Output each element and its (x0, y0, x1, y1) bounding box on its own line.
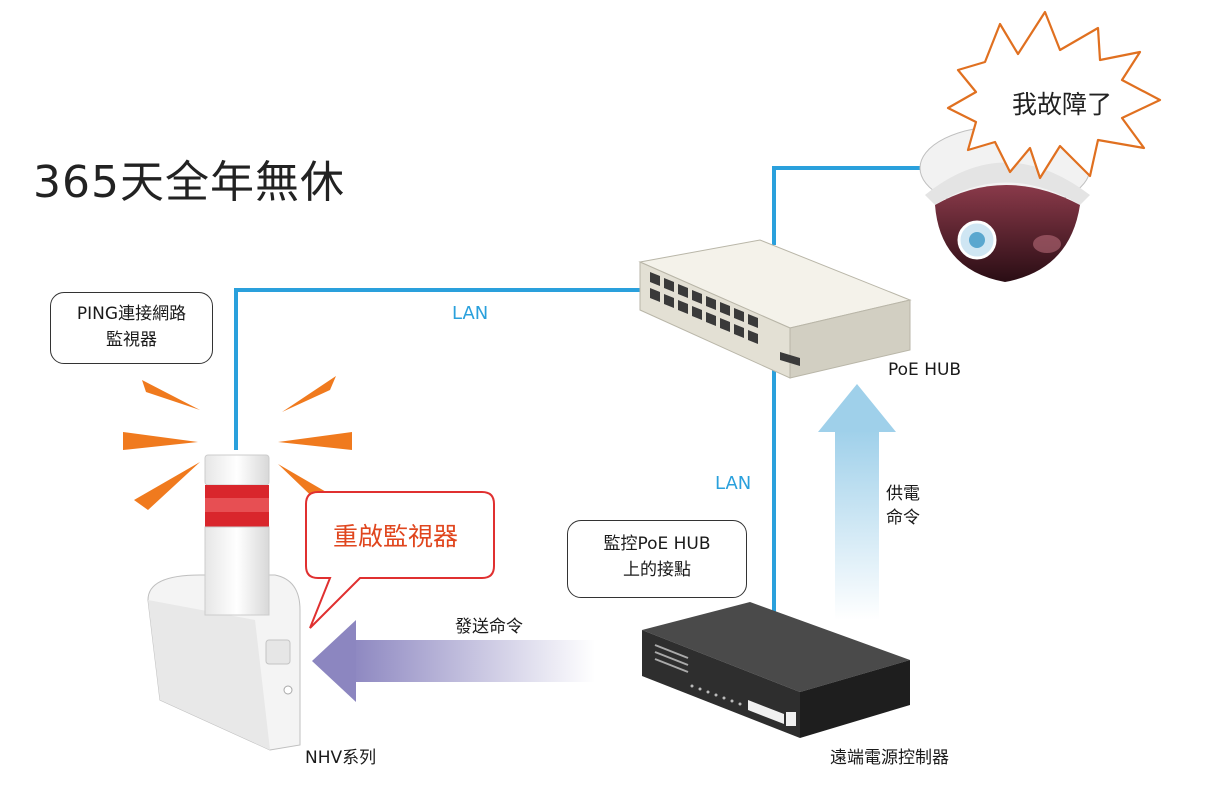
lan-label-right: LAN (715, 473, 752, 494)
poe-hub-device (638, 239, 912, 379)
lan-label-top: LAN (452, 303, 489, 324)
page-title: 365天全年無休 (33, 157, 345, 208)
ping-monitor-box: PING連接網路 監視器 (50, 292, 213, 364)
send-command-arrow (312, 620, 595, 702)
nhv-label: NHV系列 (305, 748, 377, 768)
poe-hub-label: PoE HUB (888, 360, 962, 380)
camera-fault-bubble (946, 10, 1162, 180)
alert-rays (123, 376, 352, 510)
camera-fault-text: 我故障了 (1012, 90, 1113, 119)
lan-cable-hub-camera (772, 166, 930, 245)
restart-callout (305, 491, 495, 629)
send-command-label: 發送命令 (455, 617, 523, 637)
power-command-label: 供電 命令 (886, 484, 920, 528)
remote-power-controller (642, 602, 910, 738)
lan-cables (234, 166, 930, 615)
controller-label: 遠端電源控制器 (830, 748, 949, 768)
lan-cable-nhv-hub (234, 288, 650, 450)
power-command-arrow (818, 384, 896, 620)
nhv-signal-tower (147, 454, 301, 751)
restart-callout-text: 重啟監視器 (333, 522, 459, 551)
monitor-contact-box: 監控PoE HUB 上的接點 (567, 520, 747, 598)
